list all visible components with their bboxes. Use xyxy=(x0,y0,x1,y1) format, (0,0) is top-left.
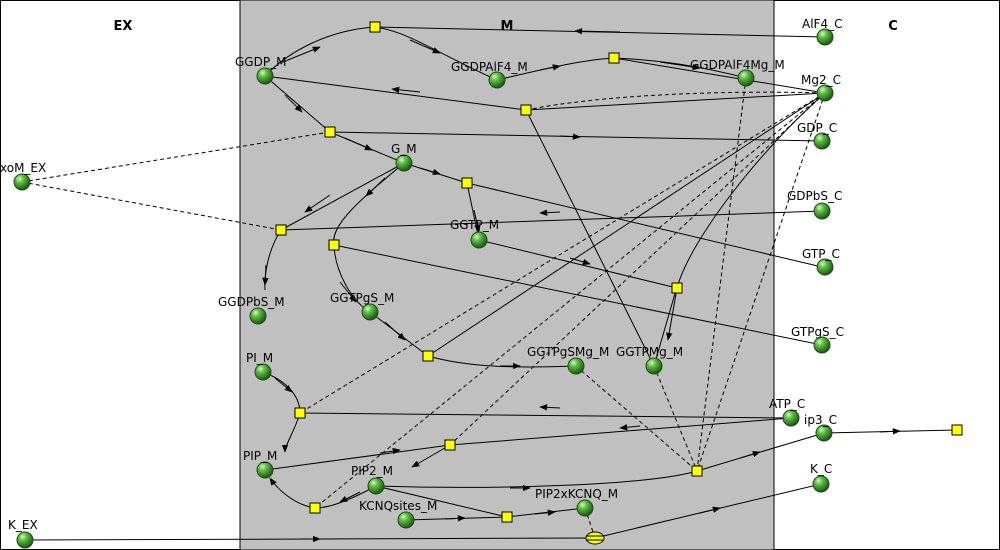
species-GDP_C[interactable] xyxy=(813,132,831,150)
species-nodes xyxy=(13,28,834,549)
label-GGTPgSMg_M: GGTPgSMg_M xyxy=(527,345,609,359)
species-GGDPAlF4Mg_M[interactable] xyxy=(737,69,755,87)
label-Mg2_C: Mg2_C xyxy=(801,73,841,87)
reaction-node[interactable] xyxy=(671,282,683,294)
species-Mg2_C[interactable] xyxy=(816,84,834,102)
species-GDPbS_C[interactable] xyxy=(813,202,831,220)
species-KCNQsites_M[interactable] xyxy=(397,511,415,529)
species-ATP_C[interactable] xyxy=(782,409,800,427)
species-GGTPgSMg_M[interactable] xyxy=(567,357,585,375)
compartment-label-ex: EX xyxy=(114,19,133,34)
species-GTPgS_C[interactable] xyxy=(813,336,831,354)
reaction-node[interactable] xyxy=(501,511,513,523)
label-PIP_M: PIP_M xyxy=(243,449,277,463)
reaction-node[interactable] xyxy=(951,424,963,436)
label-ip3_C: ip3_C xyxy=(804,413,837,427)
label-GGTPMg_M: GGTPMg_M xyxy=(616,345,683,359)
label-oxoM_EX: xoM_EX xyxy=(0,161,46,175)
reaction-node[interactable] xyxy=(294,407,306,419)
species-oxoM_EX[interactable] xyxy=(13,173,31,191)
reaction-node[interactable] xyxy=(275,224,287,236)
species-PIP2_M[interactable] xyxy=(367,477,385,495)
compartment-label-m: M xyxy=(501,19,514,34)
species-labels: AlF4_C Mg2_C GDP_C GDPbS_C GTP_C GTPgS_C… xyxy=(0,17,844,532)
label-K_C: K_C xyxy=(810,462,832,476)
label-AlF4_C: AlF4_C xyxy=(802,17,842,31)
label-PIP2xKCNQ_M: PIP2xKCNQ_M xyxy=(535,487,618,501)
species-GGTP_M[interactable] xyxy=(470,231,488,249)
channel-node[interactable] xyxy=(585,531,605,545)
label-G_M: G_M xyxy=(391,142,417,156)
membrane-compartment xyxy=(239,0,775,550)
reaction-node[interactable] xyxy=(369,21,381,33)
species-GGDPAlF4_M[interactable] xyxy=(488,71,506,89)
reaction-node[interactable] xyxy=(324,126,336,138)
reaction-node[interactable] xyxy=(691,465,703,477)
species-GGDPbS_M[interactable] xyxy=(249,307,267,325)
species-GGTPgS_M[interactable] xyxy=(361,303,379,321)
label-K_EX: K_EX xyxy=(8,518,38,532)
label-GGDP_M: GGDP_M xyxy=(235,55,286,69)
label-GGDPbS_M: GGDPbS_M xyxy=(218,295,285,309)
reaction-node[interactable] xyxy=(520,104,532,116)
species-GTP_C[interactable] xyxy=(816,258,834,276)
label-GDP_C: GDP_C xyxy=(797,121,837,135)
reaction-node[interactable] xyxy=(461,177,473,189)
modifier-edges xyxy=(21,77,826,539)
label-PIP2_M: PIP2_M xyxy=(351,464,393,478)
species-GGDP_M[interactable] xyxy=(256,67,274,85)
reaction-node[interactable] xyxy=(608,52,620,64)
reaction-edges xyxy=(24,26,958,543)
species-K_EX[interactable] xyxy=(16,531,34,549)
label-GTPgS_C: GTPgS_C xyxy=(791,325,844,339)
species-AlF4_C[interactable] xyxy=(816,28,834,46)
reaction-node[interactable] xyxy=(444,439,456,451)
species-ip3_C[interactable] xyxy=(815,424,833,442)
species-PI_M[interactable] xyxy=(254,363,272,381)
species-K_C[interactable] xyxy=(812,475,830,493)
label-GTP_C: GTP_C xyxy=(802,247,840,261)
species-G_M[interactable] xyxy=(395,154,413,172)
label-GGDPAlF4Mg_M: GGDPAlF4Mg_M xyxy=(690,58,785,72)
reaction-nodes xyxy=(275,21,963,545)
reaction-node[interactable] xyxy=(328,239,340,251)
label-ATP_C: ATP_C xyxy=(769,397,805,411)
reaction-node[interactable] xyxy=(422,350,434,362)
label-PI_M: PI_M xyxy=(246,351,273,365)
species-PIP2xKCNQ_M[interactable] xyxy=(576,499,594,517)
label-GGTPgS_M: GGTPgS_M xyxy=(330,291,394,305)
compartment-label-c: C xyxy=(888,19,898,34)
species-GGTPMg_M[interactable] xyxy=(645,357,663,375)
label-GDPbS_C: GDPbS_C xyxy=(787,189,842,203)
species-PIP_M[interactable] xyxy=(256,461,274,479)
label-KCNQsites_M: KCNQsites_M xyxy=(359,499,437,513)
label-GGDPAlF4_M: GGDPAlF4_M xyxy=(451,60,528,74)
label-GGTP_M: GGTP_M xyxy=(450,218,499,232)
reaction-node[interactable] xyxy=(309,502,321,514)
